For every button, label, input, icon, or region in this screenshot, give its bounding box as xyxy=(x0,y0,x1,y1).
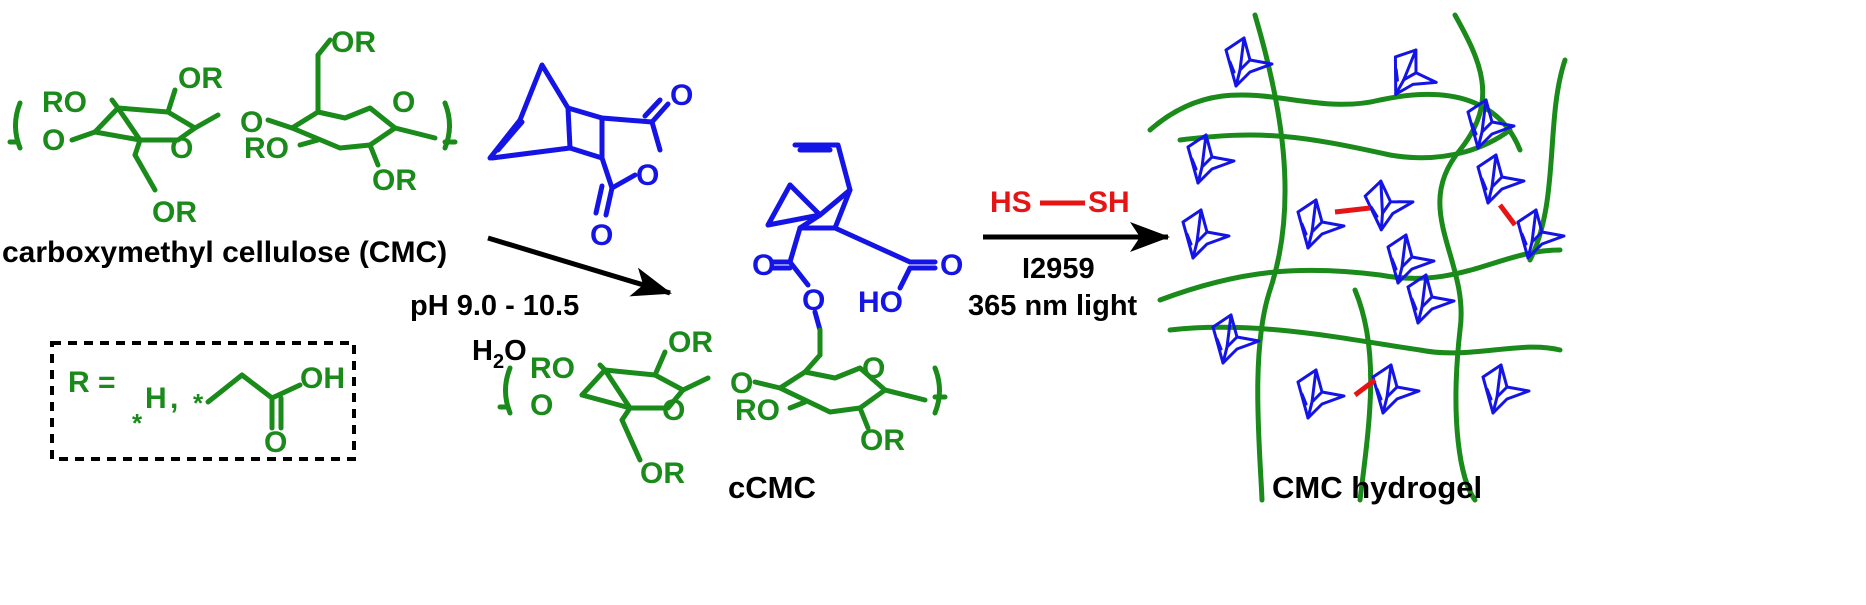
ccmc-o-ester-dbl: O xyxy=(752,249,775,282)
ccmc-or-bottom: OR xyxy=(640,457,685,490)
r-h: H xyxy=(145,382,167,415)
anhydride-o-bottom: O xyxy=(590,219,613,252)
ccmc-or-right: OR xyxy=(860,424,905,457)
r-group-box xyxy=(50,341,356,461)
r-label: R = xyxy=(68,366,116,399)
crosslinker-hs: HS xyxy=(990,186,1032,219)
cmc-or-right: OR xyxy=(372,164,417,197)
ccmc-ho: HO xyxy=(858,286,903,319)
cmc-o-ring1: O xyxy=(170,132,193,165)
ccmc-structure: O O HO O OR RO O O O RO O OR OR cCMC xyxy=(497,142,963,505)
step2-condition-initiator: I2959 xyxy=(1022,253,1095,285)
ccmc-o-acid-dbl: O xyxy=(940,249,963,282)
ccmc-ro-mid: RO xyxy=(735,394,780,427)
cmc-or-2: OR xyxy=(178,62,223,95)
r-comma: , xyxy=(170,382,178,415)
ccmc-or-top: OR xyxy=(668,326,713,359)
anhydride-o-ring: O xyxy=(636,159,659,192)
r-star1: * xyxy=(132,408,143,438)
norbornene-anhydride: O O O xyxy=(487,62,693,252)
ccmc-o-ring1: O xyxy=(662,394,685,427)
reaction-arrow-1: pH 9.0 - 10.5 H2O xyxy=(410,235,672,373)
anhydride-o-top: O xyxy=(670,79,693,112)
ccmc-o-bridge: O xyxy=(730,367,753,400)
r-group-definition: R = H , * * OH O xyxy=(50,341,356,461)
cmc-structure: OR OR RO O O O RO O OR OR carboxymethyl … xyxy=(2,26,458,269)
crosslinker-sh: SH xyxy=(1088,186,1130,219)
cmc-o-ring2: O xyxy=(392,86,415,119)
r-oh: OH xyxy=(300,362,345,395)
cmc-or-top: OR xyxy=(331,26,376,59)
cmc-o-bridge: O xyxy=(240,106,263,139)
hydrogel-network: CMC hydrogel xyxy=(1147,12,1568,505)
cmc-ro-mid: RO xyxy=(244,132,289,165)
hydrogel-label: CMC hydrogel xyxy=(1272,470,1482,505)
ccmc-o-ring2: O xyxy=(862,352,885,385)
ccmc-o-ester: O xyxy=(802,284,825,317)
cmc-o-left: O xyxy=(42,124,65,157)
r-o: O xyxy=(264,426,287,459)
r-star2: * xyxy=(193,388,204,418)
ccmc-label: cCMC xyxy=(728,470,816,505)
ccmc-ro-left: RO xyxy=(530,352,575,385)
cmc-label: carboxymethyl cellulose (CMC) xyxy=(2,236,447,269)
disulfide-crosslinks xyxy=(1334,203,1517,397)
ccmc-o-left: O xyxy=(530,389,553,422)
cmc-ro-left: RO xyxy=(42,86,87,119)
step2-condition-light: 365 nm light xyxy=(968,290,1138,322)
cmc-or-bottom: OR xyxy=(152,196,197,229)
step1-condition-water: H2O xyxy=(472,335,527,373)
reaction-arrow-2: HS SH I2959 365 nm light xyxy=(968,186,1170,322)
step1-condition-ph: pH 9.0 - 10.5 xyxy=(410,290,579,322)
